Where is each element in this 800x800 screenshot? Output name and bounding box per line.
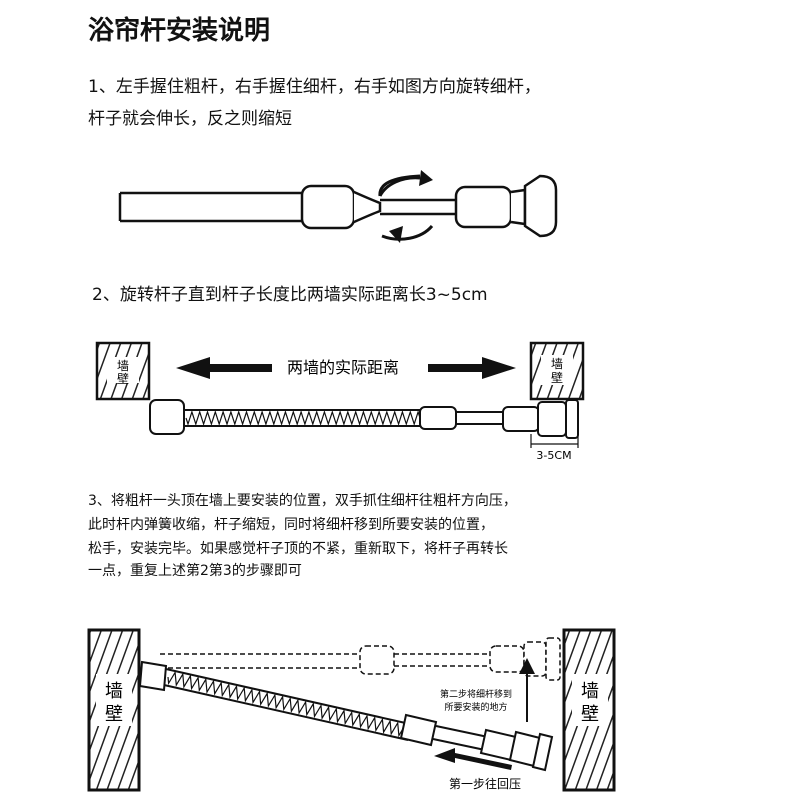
step3-line1: 3、将粗杆一头顶在墙上要安装的位置，双手抓住细杆往粗杆方向压， bbox=[88, 493, 517, 509]
right-wall-3-label-2: 壁 bbox=[581, 704, 599, 725]
rotate-arrow-icon bbox=[419, 170, 433, 186]
gap-label: 3-5CM bbox=[536, 449, 571, 462]
note-step2-line1: 第二步将细杆移到 bbox=[440, 688, 512, 700]
left-wall-label-1: 墙 bbox=[117, 359, 129, 373]
tilted-rod bbox=[138, 660, 554, 772]
distance-arrow-left-icon bbox=[176, 357, 272, 379]
right-wall-label-2: 壁 bbox=[551, 370, 563, 385]
step2-text: 2、旋转杆子直到杆子长度比两墙实际距离长3~5cm bbox=[92, 285, 488, 305]
left-wall-label-2: 壁 bbox=[117, 371, 129, 386]
note-step2-line2: 所要安装的地方 bbox=[444, 701, 507, 713]
spring-coil bbox=[185, 410, 421, 426]
press-back-arrow-icon bbox=[434, 748, 512, 770]
rod-diagram-2: 墙 壁 墙 壁 两墙的实际距离 bbox=[95, 341, 585, 462]
left-wall-3-label-1: 墙 bbox=[105, 681, 123, 702]
step3-line3: 松手，安装完毕。如果感觉杆子顶的不紧，重新取下，将杆子再转长 bbox=[88, 541, 508, 557]
distance-label: 两墙的实际距离 bbox=[287, 358, 399, 377]
end-cap bbox=[523, 174, 558, 238]
left-wall-3-label-2: 壁 bbox=[105, 704, 123, 725]
step3-line4: 一点，重复上述第2第3的步骤即可 bbox=[88, 563, 302, 579]
rod-diagram-1 bbox=[118, 170, 558, 243]
distance-arrow-right-icon bbox=[428, 357, 516, 379]
step3-line2: 此时杆内弹簧收缩，杆子缩短，同时将细杆移到所要安装的位置， bbox=[88, 517, 494, 533]
step1-line2: 杆子就会伸长，反之则缩短 bbox=[88, 109, 292, 129]
right-wall-label-1: 墙 bbox=[551, 357, 563, 371]
page-title: 浴帘杆安装说明 bbox=[88, 16, 271, 46]
right-wall-3-label-1: 墙 bbox=[581, 681, 599, 702]
spring-coil-3 bbox=[167, 670, 407, 738]
step1-line1: 1、左手握住粗杆，右手握住细杆，右手如图方向旋转细杆， bbox=[88, 77, 541, 97]
note-step1: 第一步往回压 bbox=[449, 776, 521, 791]
thick-rod-joint bbox=[300, 184, 356, 230]
rod-diagram-3: 墙 壁 墙 壁 bbox=[87, 628, 616, 792]
